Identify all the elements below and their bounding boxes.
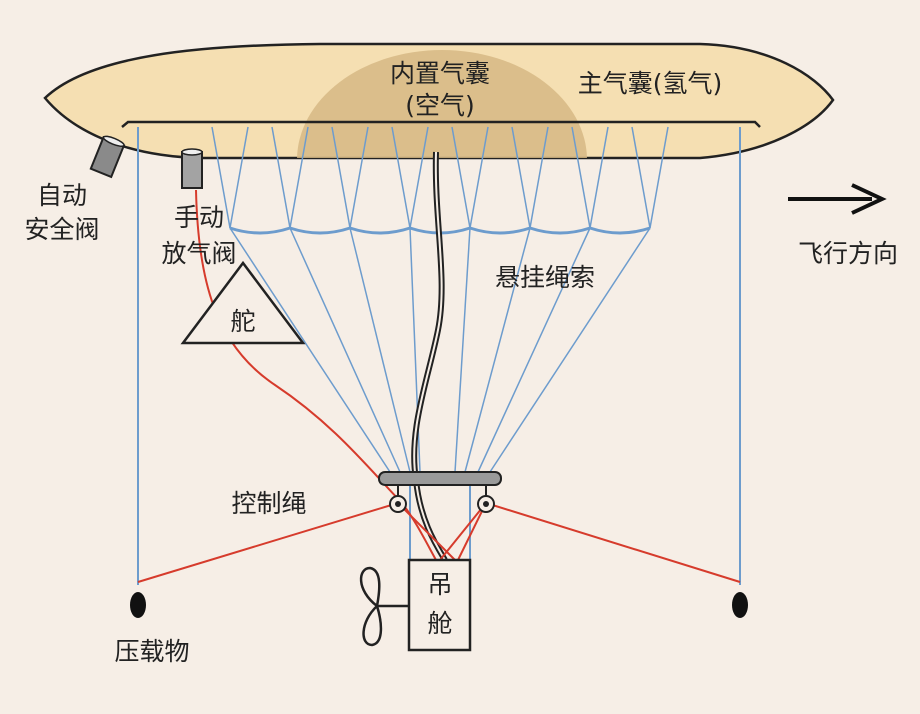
- suspension-rope: [229, 227, 391, 473]
- rudder: [180, 260, 306, 345]
- propeller: [359, 566, 409, 647]
- suspension-rope: [391, 126, 411, 229]
- control-ropes: [137, 189, 741, 583]
- suspension-rope: [477, 227, 591, 473]
- label-suspension-ropes: 悬挂绳索: [495, 263, 595, 292]
- control-hose: [411, 151, 448, 562]
- suspension-rope: [289, 227, 401, 473]
- pulley-right: [477, 495, 495, 513]
- label-inner-bag-1: 内置气囊: [390, 59, 490, 88]
- suspension-rope: [349, 126, 369, 229]
- suspension-rope: [511, 126, 531, 229]
- inner-air-bag: [297, 50, 587, 158]
- suspension-rope: [409, 126, 429, 229]
- envelope: [43, 42, 835, 160]
- label-ballast: 压载物: [114, 637, 189, 666]
- auto-safety-valve: [89, 135, 126, 179]
- suspension-rope: [571, 126, 591, 229]
- suspension-rope: [229, 126, 249, 229]
- suspension-rope: [464, 227, 531, 473]
- label-gondola-1: 吊: [427, 570, 452, 599]
- label-manual-valve-1: 手动: [174, 203, 224, 232]
- rigging-bar: [378, 471, 502, 497]
- suspension-rope: [451, 126, 471, 229]
- suspension-rope: [331, 126, 351, 229]
- label-flight-direction: 飞行方向: [798, 239, 898, 268]
- suspension-rope: [649, 126, 669, 229]
- suspension-rope: [631, 126, 651, 229]
- label-auto-valve-2: 安全阀: [24, 215, 99, 244]
- suspension-rope: [349, 227, 411, 473]
- ballast-weight-left: [130, 592, 146, 618]
- suspension-rope: [589, 126, 609, 229]
- label-rudder: 舵: [230, 307, 255, 336]
- label-main-bag: 主气囊(氢气): [578, 69, 723, 98]
- suspension-rope: [454, 227, 471, 473]
- suspension-rope: [489, 227, 651, 473]
- manual-deflation-valve: [181, 148, 203, 189]
- label-manual-valve-2: 放气阀: [161, 239, 236, 268]
- suspension-rope: [271, 126, 291, 229]
- envelope-bottom-rail: [121, 120, 761, 128]
- ballast-weight-right: [732, 592, 748, 618]
- suspension-rope: [529, 126, 549, 229]
- label-control-rope: 控制绳: [231, 489, 306, 518]
- label-inner-bag-2: (空气): [405, 91, 475, 120]
- suspension-rope: [469, 126, 489, 229]
- gondola: [407, 558, 472, 652]
- label-gondola-2: 舱: [427, 609, 452, 638]
- suspension-rope: [211, 126, 231, 229]
- pulley-left: [389, 495, 407, 513]
- label-auto-valve-1: 自动: [37, 181, 87, 210]
- flight-direction-arrow: [788, 183, 887, 215]
- suspension-rope: [289, 126, 309, 229]
